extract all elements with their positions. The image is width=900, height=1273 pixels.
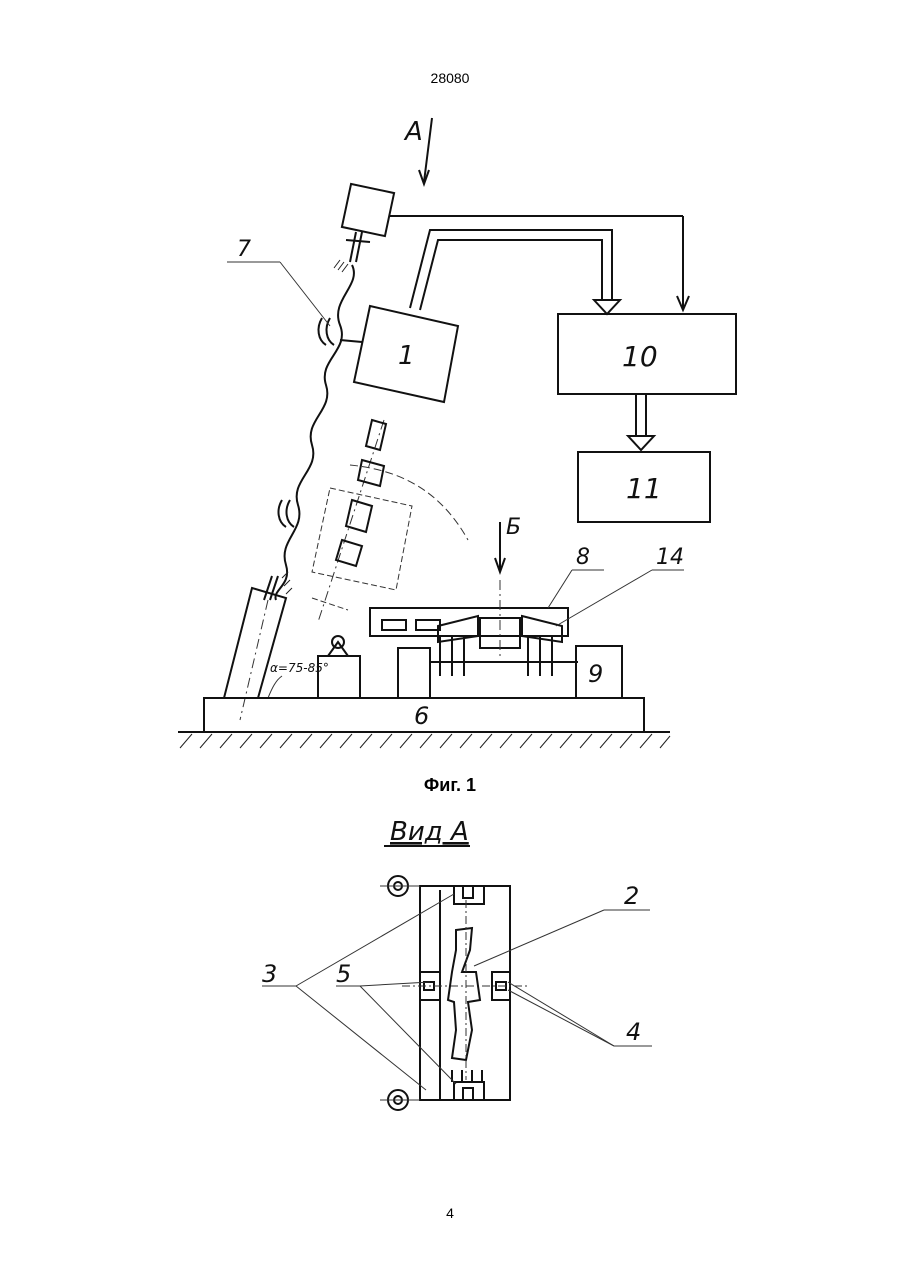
fixture-plate-8 <box>370 608 568 636</box>
label-11: 11 <box>626 472 662 505</box>
figure-1-caption: Фиг. 1 <box>0 775 900 796</box>
wheel-section <box>448 928 480 1060</box>
label-1: 1 <box>398 341 415 371</box>
view-label-a: A <box>403 117 423 147</box>
label-5: 5 <box>336 960 351 988</box>
corner-pivot-top <box>380 876 420 896</box>
view-a-frame <box>420 886 510 1100</box>
label-4: 4 <box>626 1018 641 1046</box>
clamp-bottom <box>454 1082 484 1100</box>
page-number: 4 <box>0 1205 900 1221</box>
ground-hatching <box>180 734 670 748</box>
corner-pivot-bottom <box>380 1090 420 1110</box>
angle-label: α=75-85° <box>270 661 329 675</box>
label-2: 2 <box>624 882 639 910</box>
label-8: 8 <box>576 545 590 570</box>
data-arrow-10-to-11 <box>636 394 646 436</box>
flexible-element-7 <box>275 265 353 600</box>
label-9: 9 <box>588 660 603 688</box>
clamp-top <box>454 886 484 904</box>
label-7: 7 <box>237 237 251 262</box>
label-6: 6 <box>414 702 429 730</box>
label-14: 14 <box>656 545 684 570</box>
section-label-b: Б <box>506 515 521 540</box>
data-arrow-1-to-10 <box>410 230 612 310</box>
label-10: 10 <box>622 340 658 373</box>
inclined-wheel-outline <box>312 420 468 622</box>
figure-1: A 7 1 10 11 <box>178 117 736 748</box>
sensor-box <box>342 184 394 236</box>
view-a-title: Вид А <box>390 817 469 847</box>
support-block <box>398 648 430 698</box>
figure-2-view-a: Вид А 2 <box>262 817 652 1110</box>
label-3: 3 <box>262 960 277 988</box>
